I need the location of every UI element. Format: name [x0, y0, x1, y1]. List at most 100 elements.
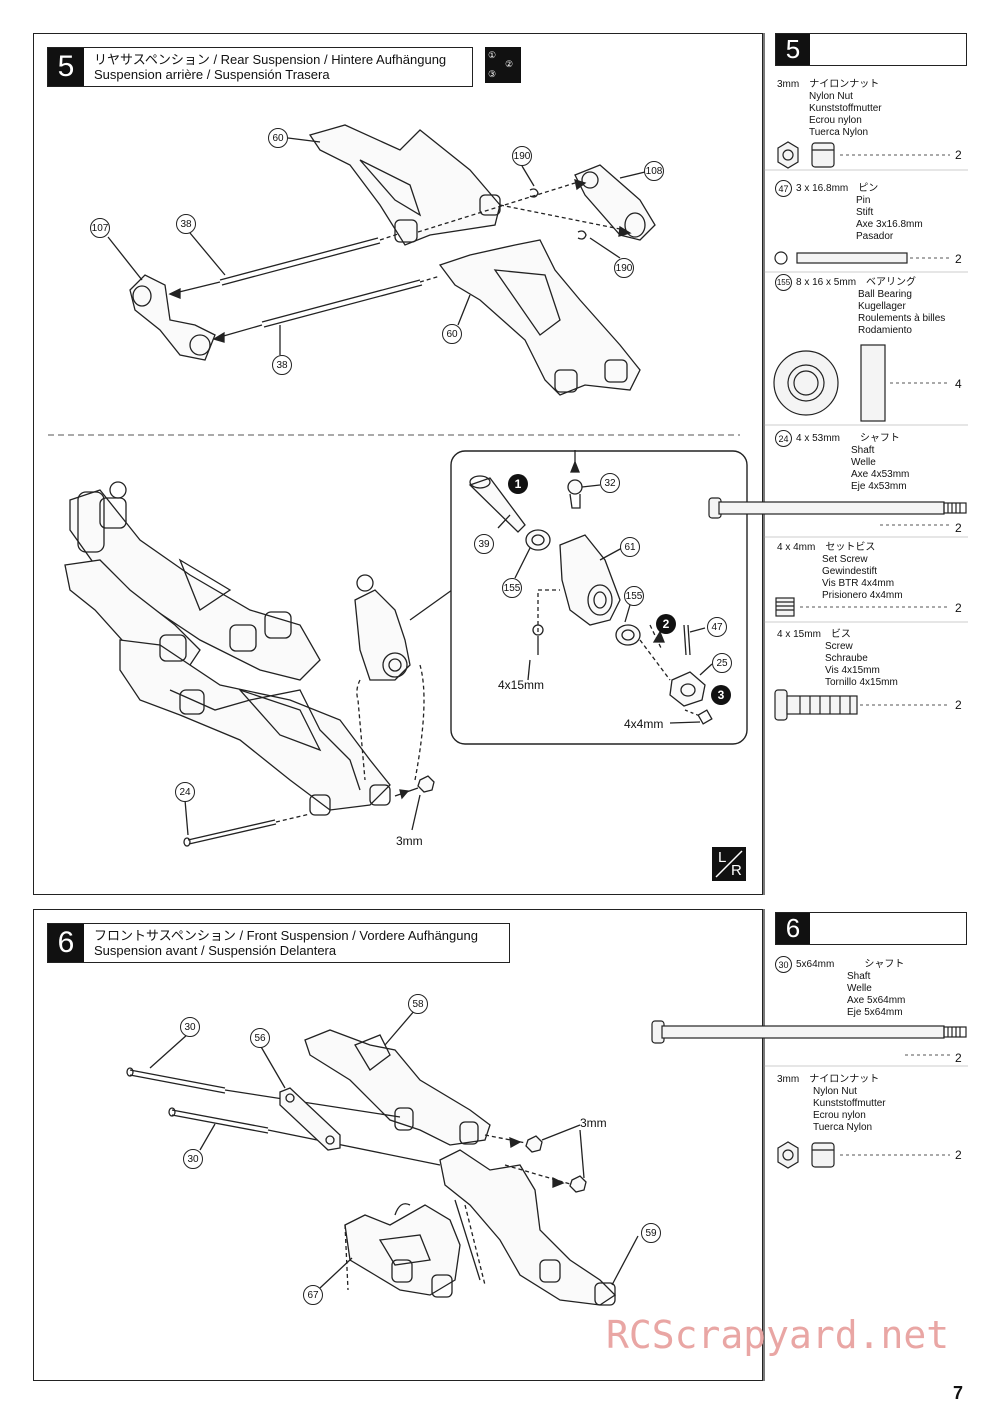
- qty-nylon-nut: 2: [955, 148, 962, 162]
- part-name: Tuerca Nylon: [809, 127, 869, 138]
- part-name-line1: 3mm ナイロンナット: [777, 79, 880, 90]
- label-3mm-nut: 3mm: [396, 834, 423, 848]
- part-name: Prisionero 4x4mm: [822, 590, 903, 601]
- part-jp-name: ベアリング: [866, 277, 917, 288]
- qty-shaft-front: 2: [955, 1051, 962, 1065]
- side5-header: 5: [775, 33, 967, 66]
- callout-61: 61: [620, 537, 640, 557]
- side6-header: 6: [775, 912, 967, 945]
- callout-155-b: 155: [624, 586, 644, 606]
- step6-title-line1: フロントサスペンション / Front Suspension / Vordere…: [94, 928, 478, 943]
- part-name: Stift: [856, 207, 874, 218]
- qty-pin: 2: [955, 252, 962, 266]
- callout-107: 107: [90, 218, 110, 238]
- part-name: Pasador: [856, 231, 894, 242]
- side5-callout-24: 24: [775, 430, 792, 447]
- part-jp-name: ピン: [858, 183, 879, 194]
- part-name: Screw: [825, 641, 853, 652]
- label-3mm-nut-front: 3mm: [580, 1116, 607, 1130]
- side5-number: 5: [776, 34, 810, 65]
- callout-60-lower: 60: [442, 324, 462, 344]
- part-name: Axe 3x16.8mm: [856, 219, 923, 230]
- part-name: Roulements à billes: [858, 313, 946, 324]
- part-name: Shaft: [851, 445, 875, 456]
- part-name: Ball Bearing: [858, 289, 912, 300]
- part-name: Tornillo 4x15mm: [825, 677, 898, 688]
- side5-part-ball-bearing: 8 x 16 x 5mm ベアリング Ball Bearing Kugellag…: [796, 277, 945, 337]
- step6-title-line2: Suspension avant / Suspensión Delantera: [94, 943, 337, 958]
- part-name: Axe 4x53mm: [851, 469, 910, 480]
- part-name: Axe 5x64mm: [847, 995, 906, 1006]
- side5-callout-155: 155: [775, 274, 792, 291]
- callout-30-upper: 30: [180, 1017, 200, 1037]
- side5-part-nylon-nut: 3mm ナイロンナット Nylon Nut Kunststoffmutter E…: [777, 79, 882, 139]
- part-size: 3 x 16.8mm ピン: [796, 183, 923, 195]
- callout-59: 59: [641, 1223, 661, 1243]
- qty-screw: 2: [955, 698, 962, 712]
- step5-panel: [33, 33, 763, 895]
- part-jp-name: シャフト: [859, 433, 900, 444]
- page-number: 7: [953, 1383, 964, 1403]
- side6-part-nylon-nut: 3mm ナイロンナット Nylon Nut Kunststoffmutter E…: [777, 1074, 886, 1134]
- side5-part-set-screw: 4 x 4mm セットビス Set Screw Gewindestift Vis…: [777, 542, 903, 602]
- part-name: Ecrou nylon: [809, 115, 862, 126]
- step6-panel: [33, 909, 763, 1381]
- step5-title: リヤサスペンション / Rear Suspension / Hintere Au…: [84, 48, 456, 86]
- part-name: Kunststoffmutter: [809, 103, 882, 114]
- part-name: Set Screw: [822, 554, 868, 565]
- part-name: Vis BTR 4x4mm: [822, 578, 895, 589]
- step6-header: 6 フロントサスペンション / Front Suspension / Vorde…: [47, 923, 510, 963]
- side6-part-shaft: 5x64mm シャフト Shaft Welle Axe 5x64mm Eje 5…: [796, 959, 905, 1019]
- callout-25: 25: [712, 653, 732, 673]
- callout-67: 67: [303, 1285, 323, 1305]
- callout-190-upper: 190: [512, 146, 532, 166]
- part-size: 8 x 16 x 5mm ベアリング: [796, 277, 945, 289]
- callout-155-a: 155: [502, 578, 522, 598]
- part-name: Welle: [851, 457, 876, 468]
- step6-number: 6: [48, 924, 84, 962]
- qty-shaft: 2: [955, 521, 962, 535]
- watermark: RCScrapyard.net: [606, 1313, 950, 1357]
- step5-number: 5: [48, 48, 84, 86]
- callout-108: 108: [644, 161, 664, 181]
- part-size-text: 8 x 16 x 5mm: [796, 277, 857, 288]
- qty-bearing: 4: [955, 377, 962, 391]
- callout-190-lower: 190: [614, 258, 634, 278]
- part-name: Nylon Nut: [809, 91, 853, 102]
- part-name: Pin: [856, 195, 871, 206]
- part-name: Ecrou nylon: [813, 1110, 866, 1121]
- callout-24: 24: [175, 782, 195, 802]
- part-size-text: 5x64mm: [796, 959, 835, 970]
- part-name-line1: 4 x 15mm ビス: [777, 629, 851, 640]
- callout-47: 47: [707, 617, 727, 637]
- step5-header: 5 リヤサスペンション / Rear Suspension / Hintere …: [47, 47, 473, 87]
- side5-part-shaft: 4 x 53mm シャフト Shaft Welle Axe 4x53mm Eje…: [796, 433, 909, 493]
- part-name: Tuerca Nylon: [813, 1122, 873, 1133]
- part-name: Rodamiento: [858, 325, 912, 336]
- label-4x15mm: 4x15mm: [498, 678, 545, 692]
- part-size: 5x64mm シャフト: [796, 959, 905, 971]
- step6-title: フロントサスペンション / Front Suspension / Vordere…: [84, 924, 488, 962]
- side5-part-screw: 4 x 15mm ビス Screw Schraube Vis 4x15mm To…: [777, 629, 898, 689]
- callout-38-lower: 38: [272, 355, 292, 375]
- part-jp-name: シャフト: [864, 959, 905, 970]
- callout-58: 58: [408, 994, 428, 1014]
- part-name: Eje 4x53mm: [851, 481, 907, 492]
- step5-title-line1: リヤサスペンション / Rear Suspension / Hintere Au…: [94, 52, 447, 67]
- callout-39: 39: [474, 534, 494, 554]
- side5-callout-47: 47: [775, 180, 792, 197]
- part-size: 4 x 53mm シャフト: [796, 433, 909, 445]
- side6-number: 6: [776, 913, 810, 944]
- side6-callout-30: 30: [775, 956, 792, 973]
- part-size-text: 4 x 53mm: [796, 433, 840, 444]
- part-name-line1: 3mm ナイロンナット: [777, 1074, 880, 1085]
- sequence-icon: ① ② ③: [485, 47, 521, 83]
- callout-32: 32: [600, 473, 620, 493]
- callout-56: 56: [250, 1028, 270, 1048]
- part-name: Kugellager: [858, 301, 906, 312]
- part-name: Nylon Nut: [813, 1086, 857, 1097]
- callout-30-lower: 30: [183, 1149, 203, 1169]
- label-4x4mm: 4x4mm: [624, 717, 664, 731]
- sequence-step-2: 2: [656, 614, 676, 634]
- part-name: Gewindestift: [822, 566, 878, 577]
